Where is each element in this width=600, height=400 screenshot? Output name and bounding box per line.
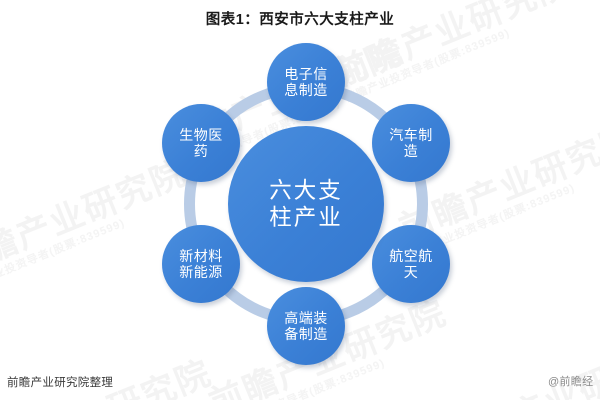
diagram-center-node[interactable]: 六大支 柱产业	[228, 126, 384, 282]
watermark-main-text: 前瞻产业研究院	[439, 333, 600, 400]
diagram-node-label: 汽车制 造	[389, 126, 433, 159]
diagram-node-label: 航空航 天	[389, 247, 433, 280]
diagram-node-new-materials[interactable]: 新材料 新能源	[162, 225, 240, 303]
watermark: 前瞻产业研究院 前瞻产业投资导者(股票:839599)	[439, 333, 600, 400]
diagram-center-label: 六大支 柱产业	[269, 177, 343, 230]
diagram-node-biomedicine[interactable]: 生物医 药	[162, 104, 240, 182]
diagram-node-label: 生物医 药	[179, 126, 223, 159]
diagram-node-label: 电子信 息制造	[284, 65, 328, 98]
hub-and-spoke-diagram: 电子信 息制造 汽车制 造 航空航 天 高端装 备制造 新材料 新能源 生物医 …	[150, 43, 462, 365]
diagram-node-label: 新材料 新能源	[179, 247, 223, 280]
diagram-node-aerospace[interactable]: 航空航 天	[372, 225, 450, 303]
diagram-node-electronics[interactable]: 电子信 息制造	[267, 43, 345, 121]
footer-source-text: 前瞻产业研究院整理	[7, 377, 114, 389]
chart-title: 图表1：西安市六大支柱产业	[205, 12, 395, 28]
diagram-node-automobile[interactable]: 汽车制 造	[372, 104, 450, 182]
diagram-node-high-end-equip[interactable]: 高端装 备制造	[267, 287, 345, 365]
diagram-node-label: 高端装 备制造	[284, 309, 328, 342]
footer-handle-text: @前瞻经	[548, 376, 594, 388]
watermark-sub-text: 前瞻产业投资导者(股票:839599)	[0, 390, 222, 400]
